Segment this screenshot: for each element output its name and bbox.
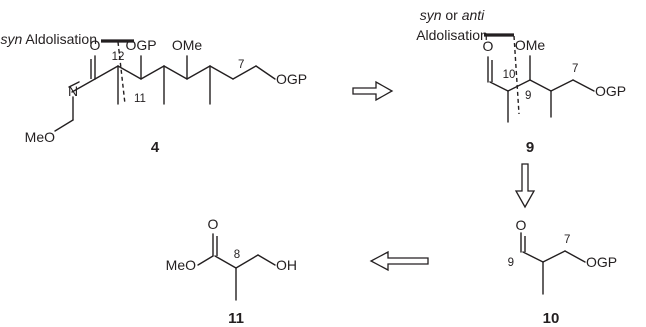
compound-10-locant-9: 9 <box>508 257 514 269</box>
compound-9-ome: OMe <box>515 37 546 53</box>
compound-4-disconnection-line <box>117 41 126 105</box>
compound-11-oh: OH <box>276 257 297 273</box>
compound-10-ogp: OGP <box>586 254 617 270</box>
compound-11-label: 11 <box>228 310 244 327</box>
compound-11: O MeO OH 8 11 <box>166 216 297 327</box>
retro-arrow-4-from-9 <box>352 80 394 102</box>
compound-4-ome: OMe <box>172 37 203 53</box>
compound-10-locant-7: 7 <box>564 234 570 246</box>
compound-11-carbonyl-oxygen: O <box>208 216 219 232</box>
compound-4-label: 4 <box>151 139 160 156</box>
compound-4-locant-12: 12 <box>112 51 125 63</box>
compound-4-nitrogen: N <box>68 83 78 99</box>
compound-9-label: 9 <box>526 139 534 156</box>
compound-4-bonds <box>54 55 276 132</box>
compound-10-aldehyde-oxygen: O <box>516 217 527 233</box>
compound-10-bonds <box>520 232 586 295</box>
compound-9-ogp: OGP <box>595 83 626 99</box>
compound-10-label: 10 <box>543 310 560 327</box>
retro-arrow-11-from-10 <box>369 250 429 272</box>
compound-9-locant-7: 7 <box>572 63 578 75</box>
syn-aldolisation-annotation: syn Aldolisation <box>0 31 97 47</box>
compound-9: O OMe OGP 10 9 7 9 syn or anti Aldolisat… <box>416 7 626 156</box>
compound-10: O OGP 9 7 10 <box>508 217 618 327</box>
syn-or-anti-aldolisation-annotation-line2: Aldolisation <box>416 27 488 43</box>
syn-or-anti-aldolisation-annotation-line1: syn or anti <box>420 7 485 23</box>
compound-9-locant-9: 9 <box>525 90 531 102</box>
compound-4: O N MeO OGP OMe OGP 12 11 7 4 syn Aldoli… <box>0 31 307 156</box>
compound-9-disconnection-line <box>513 35 520 115</box>
compound-4-locant-11: 11 <box>134 93 146 105</box>
compound-4-locant-7: 7 <box>238 59 244 71</box>
compound-9-locant-10: 10 <box>503 69 516 81</box>
compound-11-meo: MeO <box>166 257 196 273</box>
compound-4-ogp-end: OGP <box>276 71 307 87</box>
compound-4-carbonyl-oxygen: O <box>90 37 101 53</box>
compound-11-bonds <box>197 233 276 301</box>
compound-4-methoxy-label: MeO <box>25 129 55 145</box>
compound-9-aldehyde-oxygen: O <box>483 38 494 54</box>
compound-9-bonds <box>487 55 595 123</box>
compound-11-locant-8: 8 <box>234 249 240 261</box>
retro-arrow-9-from-10 <box>514 163 536 209</box>
